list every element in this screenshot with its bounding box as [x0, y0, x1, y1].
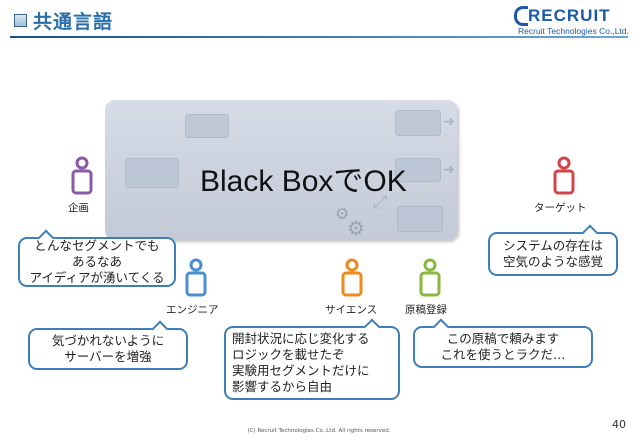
person-label-science: サイエンス [325, 304, 378, 316]
bubble-line: 実験用セグメントだけに [232, 363, 370, 378]
bubble-target: システムの存在は 空気のような感覚 [488, 232, 618, 276]
bubble-line: 空気のような感覚 [502, 254, 603, 269]
bubble-line: 影響するから自由 [232, 379, 333, 394]
gear-icon: ⚙ [335, 204, 350, 223]
title-square-icon [14, 13, 27, 27]
gear-icon: ⚙ [347, 216, 365, 240]
box-block [397, 206, 443, 232]
logo-subtitle: Recruit Technologies Co.,Ltd. [518, 26, 629, 36]
bubble-line: アイディアが湧いてくる [29, 270, 165, 285]
bubble-line: あるなあ [71, 254, 122, 269]
title-underline [10, 36, 628, 38]
bubble-planning: どんなセグメントでも あるなあ アイディアが湧いてくる [18, 237, 176, 287]
bubble-line: サーバーを増強 [64, 349, 152, 364]
bubble-manuscript: この原稿で頼みます これを使うとラクだ… [413, 326, 593, 368]
person-label-manuscript: 原稿登録 [405, 304, 447, 316]
diagonal-arrow-icon: ⤢ [373, 192, 388, 213]
bubble-line: システムの存在は [503, 238, 603, 253]
box-block [125, 158, 179, 188]
box-block [395, 110, 441, 136]
page-title: 共通言語 [33, 10, 114, 33]
bubble-line: 気づかれないように [51, 333, 165, 348]
black-box-title: Black BoxでOK [200, 165, 407, 198]
title-row: 共通言語 [14, 8, 114, 33]
person-engineer-icon [184, 258, 208, 298]
bubble-line: 開封状況に応じ変化する [232, 331, 370, 346]
bubble-science: 開封状況に応じ変化する ロジックを載せたぞ 実験用セグメントだけに 影響するから… [224, 326, 400, 400]
recruit-logo: RECRUIT Recruit Technologies Co.,Ltd. [514, 4, 634, 38]
person-label-target: ターゲット [534, 202, 587, 214]
bubble-line: これを使うとラクだ… [440, 347, 566, 362]
person-target-icon [552, 156, 576, 196]
person-label-engineer: エンジニア [166, 304, 219, 316]
bubble-line: どんなセグメントでも [34, 238, 160, 253]
person-science-icon [340, 258, 364, 298]
arrow-right-icon: ➜ [443, 114, 455, 130]
copyright: (C) Recruit Technologies Co.,Ltd. All ri… [247, 428, 391, 434]
logo-mark-icon [514, 6, 528, 26]
bubble-line: この原稿で頼みます [446, 331, 560, 346]
bubble-line: ロジックを載せたぞ [232, 347, 345, 362]
page-number: 40 [612, 418, 626, 431]
person-manuscript-icon [418, 258, 442, 298]
person-planning-icon [70, 156, 94, 196]
black-box-panel: ➜ ➜ ⤢ ⚙ ⚙ [105, 100, 457, 240]
box-block [395, 158, 441, 182]
logo-word: RECRUIT [528, 6, 611, 25]
arrow-right-icon: ➜ [443, 162, 455, 178]
bubble-engineer: 気づかれないように サーバーを増強 [28, 328, 188, 370]
box-block [185, 114, 229, 138]
person-label-planning: 企画 [68, 202, 89, 214]
